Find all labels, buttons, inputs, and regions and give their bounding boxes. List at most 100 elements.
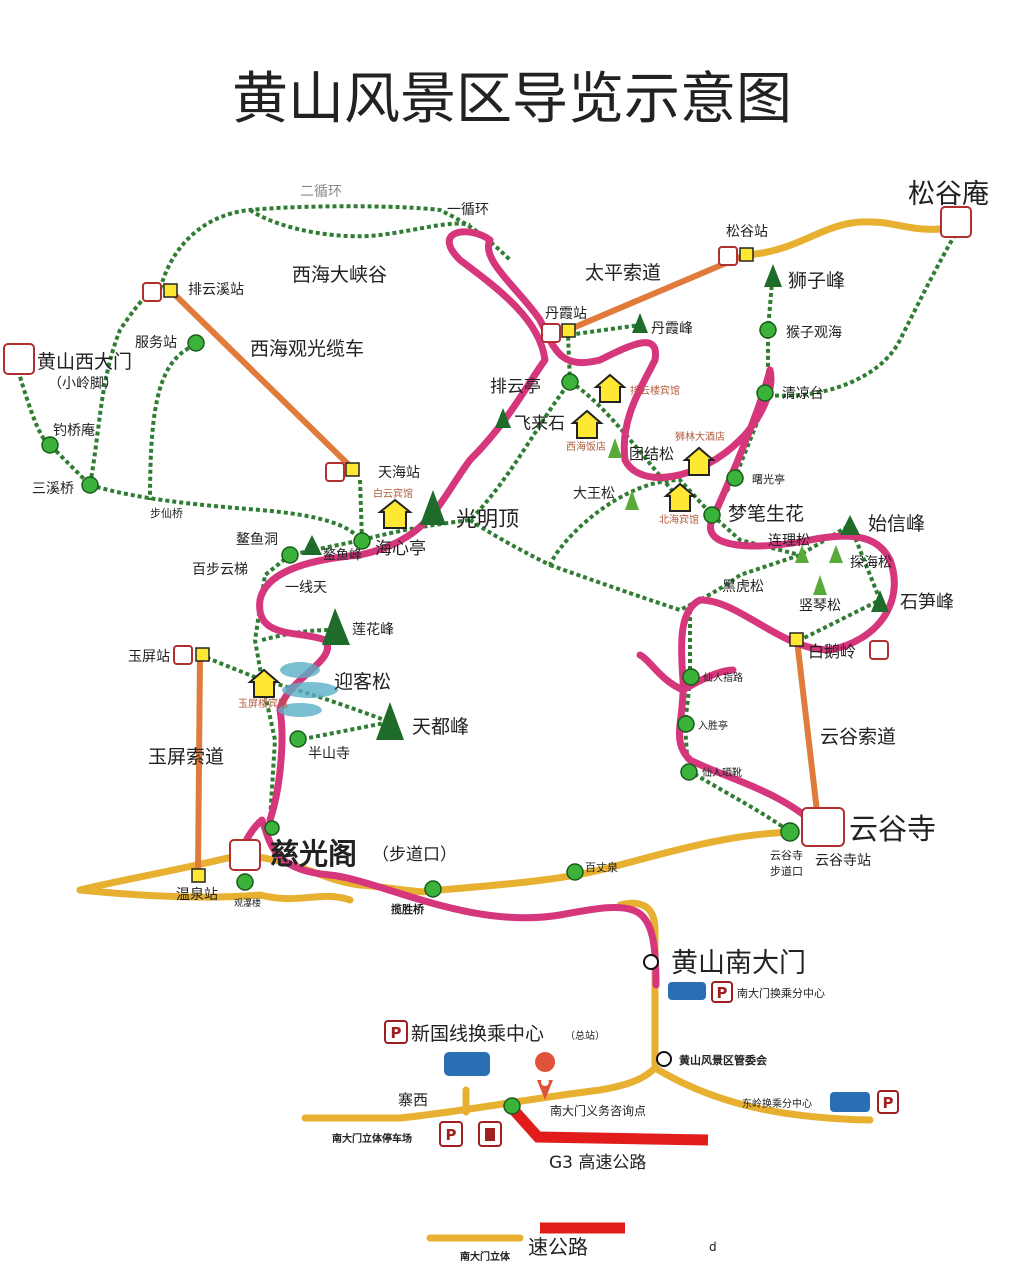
hotels [247,373,716,698]
svg-text:P: P [446,1126,457,1144]
label: （步道口） [372,845,457,865]
label: 云谷寺 [849,812,936,846]
label: 莲花峰 [352,622,394,638]
trail-lianhua [261,628,336,642]
viewpoint-dot-icon [703,506,721,524]
viewpoint-dot-icon [756,384,774,402]
label: 观瀑楼 [234,897,261,909]
label: 团结松 [629,445,674,463]
peak-icon [840,515,860,535]
parking-icon [711,981,733,1003]
station-square-icon [191,868,206,883]
trail-lianli [710,513,801,557]
label: 玉屏楼宾馆 [238,697,288,710]
label: 入胜亭 [698,719,728,732]
viewpoint-dot-icon [726,469,744,487]
label: 温泉站 [176,886,218,903]
pine-tree-icon [495,408,511,428]
label: 半山寺 [308,746,350,762]
hotel-icon [593,373,627,403]
label: 云谷索道 [820,726,896,748]
viewpoint-dot-icon [566,863,584,881]
label: 百步云梯 [192,562,248,578]
cableway-station-icon [801,807,845,847]
label: 云谷寺 [770,849,803,862]
label: 白鹅岭 [808,642,856,661]
label: 丹霞站 [545,306,587,322]
cableway-station-icon [173,645,193,665]
label: 排云楼宾馆 [630,384,680,397]
label: 步仙桥 [150,507,183,520]
yuping-cableway [195,654,203,876]
label: 迎客松 [334,671,391,693]
label: 三溪桥 [32,481,74,497]
station-square-icon [739,247,754,262]
label: 丹霞峰 [651,321,693,337]
label: 服务站 [135,335,177,351]
cableway-station-icon [940,206,972,238]
label: 黄山风景区管委会 [679,1053,768,1067]
cableway-station-icon [541,323,561,343]
yungu-cableway [794,639,821,821]
location-pin-icon [535,1052,556,1072]
label: 天海站 [378,465,420,481]
label: 探海松 [850,555,892,571]
viewpoint-dot-icon [680,763,698,781]
label: 海心亭 [375,539,426,559]
road-south-gate [616,899,659,1069]
yingke-pine-illustration [278,662,338,717]
viewpoint-dot-icon [187,334,205,352]
hotel-icon [570,409,604,439]
label: 白云宾馆 [373,487,413,500]
peaks [302,264,889,740]
label: 松谷庵 [908,179,989,210]
label: （小岭脚） [48,376,118,392]
trail-north [468,269,775,568]
trail-shixin [549,522,883,642]
label: 西海大峡谷 [292,264,387,286]
cableway-station-icon [229,839,261,871]
pine-tree-icon [795,545,809,563]
viewpoint-dot-icon [780,822,800,842]
label: 南大门换乘分中心 [737,986,825,1000]
trail-buxian [89,483,362,542]
viewpoint-dot-icon [682,668,700,686]
viewpoints [41,321,800,1115]
label: 西海饭店 [566,440,606,453]
bus-icon [830,1092,870,1112]
cableways [167,252,821,876]
label: 松谷站 [726,224,768,240]
parking-icon [439,1121,463,1147]
label: 钓桥庵 [53,422,95,439]
map-labels: 二循环 一循环 西海大峡谷 排云溪站 服务站 西海观光缆车 黄山西大门 （小岭脚… [32,179,989,1263]
peak-icon [302,535,322,555]
label: 寨西 [398,1091,428,1109]
label: 大王松 [573,486,615,502]
viewpoint-dot-icon [561,373,579,391]
trail-inner-loop [248,208,471,239]
station-square-icon [195,647,210,662]
peak-icon [420,490,446,525]
peak-icon [376,702,404,740]
trail-yungu [682,610,792,834]
label: 石笋峰 [900,592,954,613]
cableway-station-icon [869,640,889,660]
drawn-route [236,228,898,989]
svg-text:P: P [391,1024,402,1042]
label: 北海宾馆 [659,513,699,526]
viewpoint-dot-icon [41,436,59,454]
gate-marker-icon [643,954,659,970]
svg-text:P: P [883,1094,894,1112]
label: 鳌鱼峰 [323,547,362,563]
road-south-scenic [76,828,794,896]
viewpoint-dot-icon [281,546,299,564]
label: 清凉台 [782,386,824,402]
label: 竖琴松 [799,598,841,614]
cableway-station-icon [3,343,35,375]
label: 黄山南大门 [671,948,806,979]
label: 新国线换乘中心 [411,1023,544,1045]
label: 南大门义务咨询点 [550,1103,646,1118]
label: 狮子峰 [788,270,845,292]
label: （总站） [565,1029,605,1042]
hotel-icon [247,668,281,698]
